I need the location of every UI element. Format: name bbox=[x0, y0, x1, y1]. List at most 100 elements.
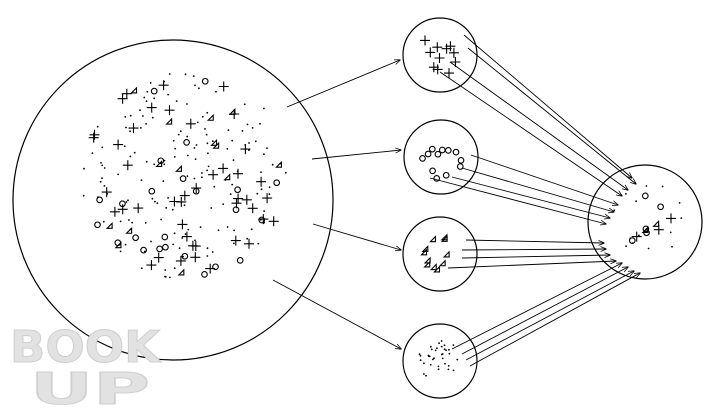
dot-symbol bbox=[448, 352, 451, 355]
circle-symbol bbox=[424, 150, 432, 158]
plus-symbol bbox=[448, 47, 459, 58]
dot-symbol bbox=[167, 197, 170, 199]
plus-symbol bbox=[420, 35, 430, 46]
arrow-to-plus-group bbox=[286, 60, 400, 108]
dot-symbol bbox=[140, 127, 142, 129]
dot-symbol bbox=[263, 153, 265, 156]
circle-symbol bbox=[444, 147, 452, 154]
dot-symbol bbox=[638, 234, 640, 237]
dot-symbol bbox=[167, 93, 170, 96]
dot-symbol bbox=[432, 358, 434, 361]
circle-symbol bbox=[433, 175, 441, 182]
plus-symbol bbox=[113, 139, 124, 150]
dot-symbol bbox=[433, 357, 435, 360]
dot-symbol bbox=[186, 135, 189, 138]
circle-symbol bbox=[161, 233, 169, 241]
dot-symbol bbox=[259, 122, 261, 125]
plus-symbol bbox=[444, 68, 454, 79]
circle-symbol bbox=[183, 139, 190, 146]
dot-symbol bbox=[117, 173, 120, 176]
arrow-to-dot-group bbox=[272, 279, 401, 349]
circle-symbol bbox=[641, 192, 649, 200]
mixed-population-circle bbox=[12, 39, 334, 361]
dot-symbol bbox=[443, 348, 446, 351]
plus-symbol bbox=[133, 203, 144, 214]
circle-symbol bbox=[642, 225, 650, 233]
circle-symbol bbox=[628, 237, 636, 244]
dot-symbol bbox=[140, 267, 143, 270]
dot-symbol bbox=[146, 90, 149, 93]
merge-arrow bbox=[470, 154, 618, 205]
plus-symbol bbox=[177, 219, 188, 230]
dot-symbol bbox=[437, 368, 440, 371]
plus-symbol bbox=[233, 193, 244, 204]
dot-symbol bbox=[193, 177, 196, 180]
dot-symbol bbox=[125, 201, 128, 203]
dot-symbol bbox=[133, 151, 136, 154]
dot-symbol bbox=[452, 369, 455, 372]
circle-symbol bbox=[94, 221, 101, 229]
plus-symbol bbox=[185, 118, 196, 129]
dot-symbol bbox=[205, 133, 208, 136]
dot-symbol bbox=[206, 255, 209, 257]
circle-symbol bbox=[442, 171, 450, 179]
dot-symbol bbox=[172, 243, 175, 246]
triangle-symbol bbox=[155, 160, 163, 167]
dot-symbol bbox=[194, 158, 197, 161]
dot-symbol bbox=[251, 127, 254, 129]
dot-symbol bbox=[171, 208, 174, 211]
dot-symbol bbox=[263, 210, 265, 213]
dot-symbol bbox=[131, 221, 134, 224]
plus-symbol bbox=[425, 47, 436, 58]
plus-symbol bbox=[218, 163, 229, 174]
dot-symbol bbox=[179, 130, 182, 133]
dot-symbol bbox=[140, 179, 143, 182]
dot-symbol bbox=[173, 232, 176, 235]
plus-symbol bbox=[244, 238, 254, 249]
merge-arrow bbox=[447, 261, 616, 269]
dot-symbol bbox=[419, 359, 422, 362]
dot-symbol bbox=[440, 353, 443, 356]
plus-symbol bbox=[240, 144, 251, 155]
plus-symbol bbox=[256, 176, 267, 187]
circle-symbol bbox=[419, 155, 426, 162]
dot-symbol bbox=[186, 175, 189, 178]
dot-symbol bbox=[233, 229, 236, 232]
dot-symbol bbox=[123, 145, 126, 148]
triangle-symbol bbox=[165, 117, 173, 125]
dot-symbol bbox=[153, 97, 156, 100]
plus-symbol bbox=[158, 80, 169, 91]
circle-symbol bbox=[457, 157, 465, 164]
dot-symbol bbox=[266, 147, 268, 150]
plus-symbol bbox=[233, 168, 243, 179]
dot-symbol bbox=[184, 73, 187, 76]
dot-symbol bbox=[271, 163, 274, 166]
dot-symbol bbox=[669, 231, 672, 234]
plus-symbol bbox=[128, 123, 139, 134]
dot-symbol bbox=[102, 220, 105, 223]
dot-symbol bbox=[103, 185, 106, 187]
dot-symbol bbox=[210, 207, 213, 209]
dot-symbol bbox=[149, 82, 152, 84]
plus-symbol bbox=[164, 105, 175, 116]
circle-symbol bbox=[429, 167, 436, 175]
merge-arrow bbox=[451, 263, 622, 350]
plus-symbol bbox=[190, 252, 201, 263]
dot-symbol bbox=[448, 348, 450, 351]
dot-symbol bbox=[82, 194, 85, 197]
plus-symbol bbox=[247, 203, 258, 214]
dot-symbol bbox=[101, 146, 104, 149]
dot-symbol bbox=[151, 197, 154, 200]
plus-symbol bbox=[218, 81, 229, 92]
dot-symbol bbox=[96, 125, 99, 128]
book-up-logo: BOOK UP bbox=[10, 322, 163, 409]
dot-symbol bbox=[174, 147, 177, 150]
dot-symbol bbox=[91, 152, 94, 155]
triangle-symbol bbox=[652, 219, 660, 227]
dot-symbol bbox=[129, 155, 132, 158]
merge-arrow bbox=[451, 176, 610, 218]
dot-symbol bbox=[186, 154, 189, 157]
dot-symbol bbox=[187, 228, 190, 231]
arrow-to-circle-group bbox=[311, 150, 401, 160]
